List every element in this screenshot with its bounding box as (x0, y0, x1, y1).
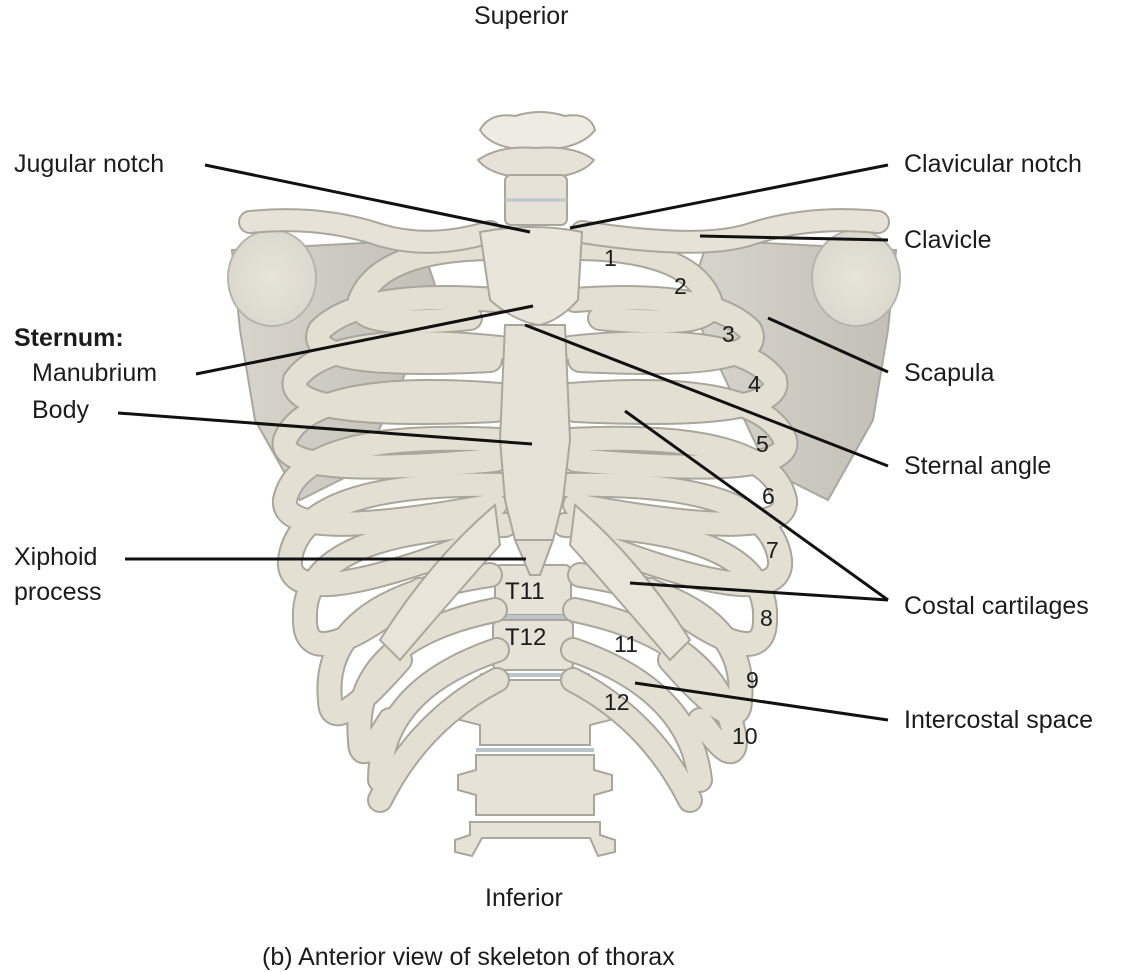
rib-number-8: 8 (760, 605, 773, 631)
rib-number-2: 2 (674, 273, 687, 299)
clavicles (238, 208, 890, 254)
figure-caption: (b) Anterior view of skeleton of thorax (262, 943, 675, 971)
rib-number-3: 3 (722, 321, 735, 347)
leader-clavicular-notch (569, 163, 889, 230)
orientation-inferior: Inferior (485, 884, 563, 912)
orientation-superior: Superior (474, 2, 569, 30)
leader-body (117, 411, 533, 446)
label-jugular-notch: Jugular notch (14, 150, 165, 178)
rib-number-10: 10 (732, 723, 758, 749)
leader-sternal-angle (524, 323, 889, 468)
ribs-right (552, 235, 799, 813)
label-xiphoid-line1: Xiphoid (14, 543, 98, 571)
leader-clavicle (699, 234, 889, 242)
vertebra-label-t12: T12 (505, 624, 547, 651)
rib-number-5: 5 (756, 431, 769, 457)
rib-number-1: 1 (604, 245, 617, 271)
sternum (478, 226, 584, 576)
leader-costal-1 (624, 409, 889, 602)
label-clavicle: Clavicle (904, 226, 992, 254)
leader-intercostal (634, 681, 889, 722)
label-clavicular-notch: Clavicular notch (904, 150, 1082, 178)
label-xiphoid-line2: process (14, 578, 102, 606)
rib-number-6: 6 (762, 483, 775, 509)
leader-manubrium (195, 304, 534, 376)
label-sternal-angle: Sternal angle (904, 452, 1052, 480)
xiphoid-process (513, 539, 555, 576)
sternum-body (498, 324, 572, 541)
label-manubrium: Manubrium (32, 359, 158, 387)
rib-number-12: 12 (604, 689, 630, 715)
label-body: Body (32, 396, 89, 424)
manubrium (478, 226, 584, 327)
vertebral-column (454, 111, 616, 858)
rib-number-9: 9 (746, 667, 759, 693)
label-costal-cartilages: Costal cartilages (904, 592, 1089, 620)
rib-number-11: 11 (614, 631, 638, 657)
rib-number-7: 7 (766, 537, 779, 563)
leader-scapula (767, 316, 889, 374)
ribs-left (271, 235, 518, 813)
label-intercostal-space: Intercostal space (904, 706, 1093, 734)
vertebra-label-t11: T11 (505, 578, 545, 605)
label-sternum-heading: Sternum: (14, 324, 124, 352)
leader-jugular-notch (204, 163, 531, 234)
costal-cartilage-right (568, 503, 692, 662)
leader-lines (117, 163, 889, 722)
costal-cartilage-left (378, 503, 502, 662)
rib-number-4: 4 (748, 371, 761, 397)
leader-costal-2 (629, 581, 889, 602)
label-scapula: Scapula (904, 359, 995, 387)
